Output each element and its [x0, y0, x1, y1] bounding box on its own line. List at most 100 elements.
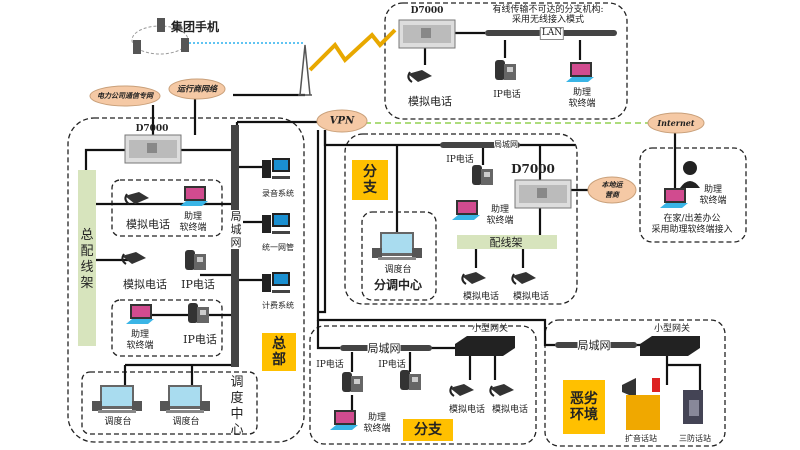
cloud-local	[587, 176, 637, 204]
lightning-link	[308, 28, 397, 72]
ip-phone-icon	[472, 165, 493, 185]
ip-phone-label: IP电话	[181, 278, 215, 291]
recording-system-label: 录音系统	[262, 189, 294, 198]
analog-phone-label: 模拟电话	[512, 292, 550, 302]
gateway-label: 小型网关	[653, 324, 691, 334]
analog-phone-icon	[407, 69, 433, 83]
d7000-rack-icon	[398, 19, 456, 49]
sub-center-label: 分调中心	[373, 278, 423, 292]
group-boundaries	[67, 2, 747, 447]
branch2-label: 分支	[403, 419, 453, 441]
branch1-boundary	[344, 133, 578, 305]
analog-phone-label: 模拟电话	[126, 218, 170, 231]
d7000-rack-icon	[514, 179, 572, 209]
hq-lan-label: 局城网	[229, 210, 243, 249]
soft-terminal-label: 助理	[130, 330, 150, 340]
soft-terminal-label: 软终端	[699, 196, 727, 206]
hq-mdf-label: 总配线架	[80, 228, 94, 291]
ip-phone-label: IP电话	[378, 360, 406, 370]
remote-boundary	[639, 147, 747, 243]
dispatch-console-icon	[160, 385, 210, 413]
cloud-operator	[168, 78, 226, 100]
ip-phone-label: IP电话	[493, 90, 521, 100]
dispatch-console-icon	[372, 232, 422, 260]
explosion-proof-label: 三防话站	[679, 434, 711, 443]
ip-phone-label: IP电话	[183, 333, 217, 346]
laptop-icon	[330, 410, 358, 430]
analog-phone-icon	[461, 271, 487, 285]
analog-phone-icon	[124, 191, 150, 205]
soft-terminal-label: 助理	[490, 205, 510, 215]
laptop-icon	[566, 62, 594, 82]
soft-terminal-label: 软终端	[363, 424, 391, 434]
gateway-icon	[640, 336, 700, 356]
wireless-note: 采用无线接入模式	[511, 15, 585, 25]
pa-station-icon	[622, 378, 660, 430]
cloud-internet	[647, 112, 705, 134]
ip-phone-icon	[342, 372, 363, 392]
gateway-icon	[455, 336, 515, 356]
console-label: 调度台	[104, 417, 132, 427]
remote-note: 在家/出差办公	[663, 214, 721, 224]
computer-icon	[262, 158, 290, 179]
billing-system-label: 计费系统	[262, 301, 294, 310]
explosion-proof-phone-icon	[683, 390, 703, 424]
cloud-vpn-label: VPN	[329, 115, 355, 127]
analog-phone-label: 模拟电话	[408, 95, 452, 108]
wireless-note: 有线传输不可达的分支机构:	[492, 5, 604, 15]
analog-phone-icon	[489, 383, 515, 397]
analog-phone-label: 模拟电话	[448, 405, 486, 415]
soft-terminal-label: 软终端	[126, 341, 154, 351]
cell-tower-icon	[298, 44, 312, 96]
laptop-icon	[452, 200, 480, 220]
branch1-mdf-bar	[457, 235, 557, 249]
laptop-icon	[660, 188, 688, 208]
mobile-phone-icons	[133, 18, 189, 54]
branch1-label: 分支	[352, 160, 388, 200]
d7000-label: D7000	[135, 124, 169, 134]
soft-terminal-label: 助理	[572, 88, 592, 98]
cloud-power	[89, 85, 161, 107]
harsh-boundary	[544, 319, 726, 447]
soft-terminal-label: 助理	[367, 413, 387, 423]
ip-phone-label: IP电话	[316, 360, 344, 370]
ip-phone-icon	[495, 60, 516, 80]
cloud-internet-label: Internet	[657, 118, 695, 128]
analog-phone-icon	[511, 271, 537, 285]
harsh-label: 恶劣环境	[563, 380, 605, 434]
analog-phone-label: 模拟电话	[462, 292, 500, 302]
soft-terminal-label: 助理	[703, 185, 723, 195]
branch2-boundary	[309, 325, 537, 445]
clouds	[89, 78, 705, 204]
dispatch-console-icon	[92, 385, 142, 413]
group-phone-label: 集团手机	[170, 20, 220, 34]
computer-icon	[262, 272, 290, 293]
console-label: 调度台	[172, 417, 200, 427]
ip-phone-icon	[188, 303, 209, 323]
cloud-local-label: 本地运营商	[601, 180, 623, 199]
network-management-label: 统一网管	[262, 243, 294, 252]
d7000-label: D7000	[511, 162, 555, 176]
computer-icon	[262, 213, 290, 234]
cloud-power-label: 电力公司通信专网	[97, 91, 153, 100]
wireless-branch-boundary	[384, 2, 628, 120]
analog-phone-label: 模拟电话	[491, 405, 529, 415]
remote-note: 采用助理软终端接入	[651, 225, 733, 235]
soft-terminal-label: 软终端	[486, 216, 514, 226]
branch1-mdf-label: 配线架	[489, 236, 523, 249]
lan-label: LAN	[539, 27, 565, 40]
soft-terminal-label: 软终端	[568, 99, 596, 109]
console-label: 调度台	[384, 265, 412, 275]
cloud-operator-label: 运行商网络	[177, 83, 217, 94]
ip-phone-icon	[400, 370, 421, 390]
d7000-label: D7000	[410, 6, 444, 16]
laptop-icon	[180, 186, 208, 206]
soft-terminal-label: 助理	[183, 212, 203, 222]
sub-center-boundary	[361, 211, 437, 301]
analog-phone-icon	[449, 383, 475, 397]
laptop-icon	[126, 304, 154, 324]
hq-mdf-bar	[78, 170, 96, 346]
remote-user-icon	[683, 161, 697, 175]
